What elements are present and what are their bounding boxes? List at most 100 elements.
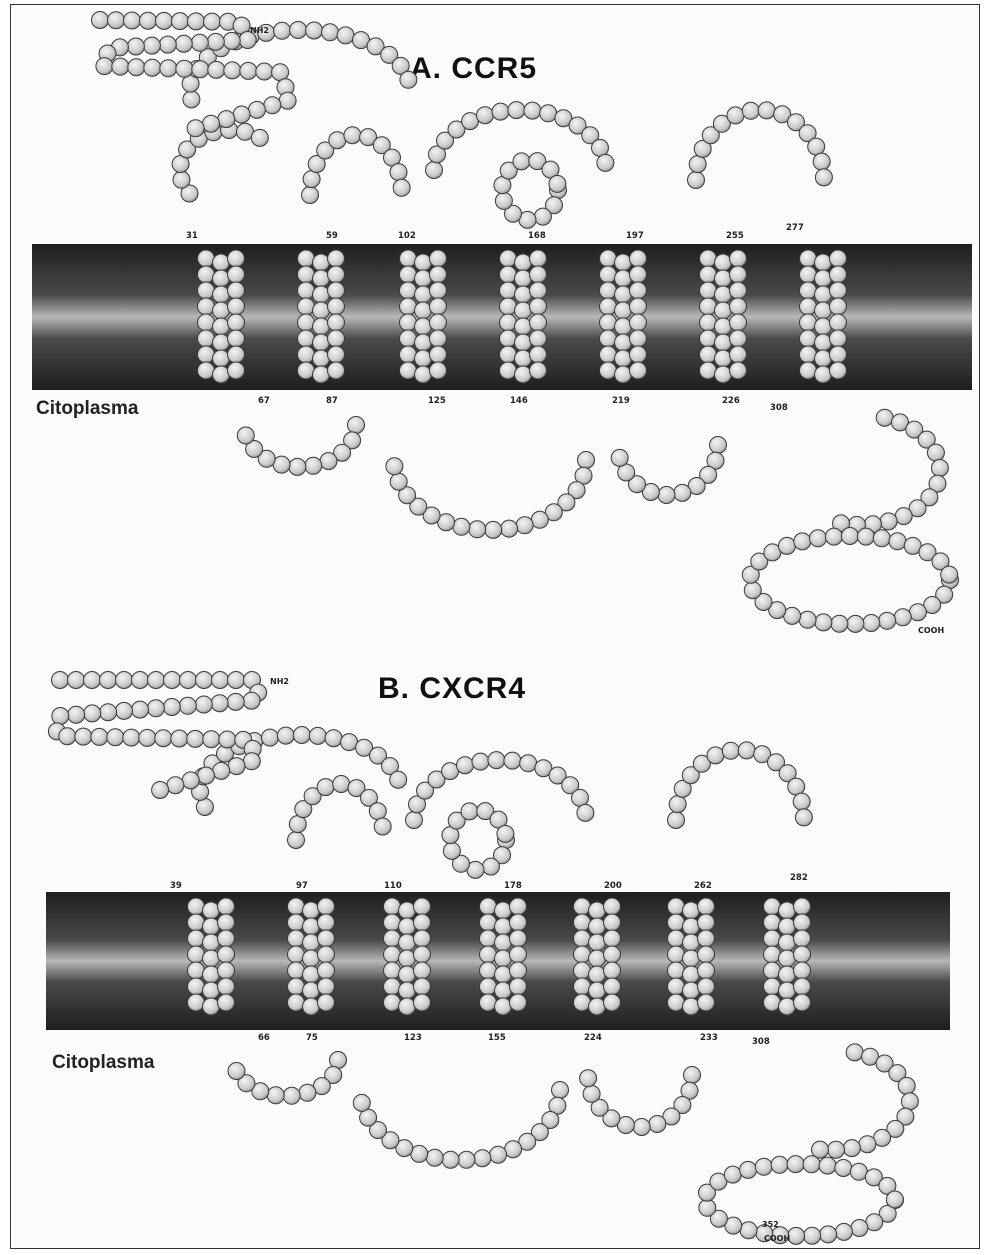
undefined-extracellular-residue	[196, 799, 213, 816]
undefined-extracellular-residue	[251, 129, 268, 146]
undefined-helix-residue	[604, 930, 621, 947]
undefined-helix-residue	[794, 914, 811, 931]
undefined-helix-residue	[779, 998, 796, 1015]
undefined-intracellular-residue	[835, 1160, 852, 1177]
panel-a-n-terminal-residue	[128, 59, 145, 76]
panel-b-n-terminal-residue	[195, 696, 212, 713]
undefined-helix-residue	[515, 302, 532, 319]
panel-a-n-terminus-label: NH2	[250, 26, 269, 35]
undefined-helix-residue	[530, 314, 547, 331]
undefined-extracellular-residue	[183, 91, 200, 108]
undefined-intracellular-residue	[863, 615, 880, 632]
undefined-helix-residue	[399, 966, 416, 983]
undefined-intracellular-residue	[611, 449, 628, 466]
undefined-extracellular-residue	[758, 102, 775, 119]
undefined-helix-residue	[698, 914, 715, 931]
undefined-helix-residue	[800, 298, 817, 315]
undefined-extracellular-residue	[577, 804, 594, 821]
undefined-helix-residue	[715, 254, 732, 271]
undefined-helix-residue	[218, 962, 235, 979]
undefined-helix-residue	[500, 330, 517, 347]
panel-a-n-terminal-residue	[240, 62, 257, 79]
undefined-helix-residue	[414, 946, 431, 963]
undefined-helix-residue	[500, 250, 517, 267]
panel-b-residue-label: 155	[488, 1033, 506, 1043]
panel-a-n-terminal-residue	[140, 12, 157, 29]
undefined-intracellular-residue	[516, 517, 533, 534]
undefined-helix-residue	[384, 978, 401, 995]
undefined-intracellular-residue	[649, 1116, 666, 1133]
panel-b-n-terminal-residue	[196, 672, 213, 689]
undefined-helix-residue	[288, 978, 305, 995]
undefined-helix-residue	[600, 250, 617, 267]
undefined-intracellular-residue	[771, 1156, 788, 1173]
undefined-helix-residue	[815, 350, 832, 367]
undefined-helix-residue	[794, 930, 811, 947]
undefined-helix-residue	[830, 346, 847, 363]
undefined-helix-residue	[600, 330, 617, 347]
undefined-helix-residue	[600, 362, 617, 379]
undefined-helix-residue	[480, 898, 497, 915]
undefined-helix-residue	[683, 902, 700, 919]
undefined-helix-residue	[298, 314, 315, 331]
undefined-intracellular-residue	[583, 1085, 600, 1102]
undefined-helix-residue	[298, 346, 315, 363]
panel-a-residue-label: 125	[428, 396, 446, 406]
panel-a-residue-label: 255	[726, 231, 744, 241]
undefined-extracellular-residue	[508, 102, 525, 119]
undefined-helix-residue	[630, 346, 647, 363]
undefined-helix-residue	[480, 978, 497, 995]
undefined-helix-residue	[515, 334, 532, 351]
undefined-helix-residue	[198, 330, 215, 347]
panel-a-n-terminal-residue	[108, 12, 125, 29]
undefined-intracellular-residue	[851, 1220, 868, 1237]
undefined-helix-residue	[615, 334, 632, 351]
undefined-extracellular-residue	[524, 102, 541, 119]
undefined-helix-residue	[764, 914, 781, 931]
undefined-helix-residue	[510, 930, 527, 947]
undefined-helix-residue	[288, 962, 305, 979]
undefined-helix-residue	[800, 346, 817, 363]
undefined-helix-residue	[779, 902, 796, 919]
panel-b-n-terminal-residue	[68, 672, 85, 689]
undefined-helix-residue	[500, 362, 517, 379]
undefined-helix-residue	[530, 266, 547, 283]
undefined-helix-residue	[203, 998, 220, 1015]
undefined-intracellular-residue	[755, 1158, 772, 1175]
undefined-helix-residue	[668, 994, 685, 1011]
undefined-helix-residue	[203, 934, 220, 951]
undefined-helix-residue	[414, 914, 431, 931]
undefined-helix-residue	[495, 982, 512, 999]
panel-b-n-terminal-residue	[132, 701, 149, 718]
undefined-intracellular-residue	[740, 1161, 757, 1178]
undefined-helix-residue	[800, 250, 817, 267]
panel-b-n-terminal-residue	[212, 672, 229, 689]
undefined-helix-residue	[203, 982, 220, 999]
undefined-helix-residue	[668, 914, 685, 931]
undefined-extracellular-residue	[289, 816, 306, 833]
undefined-extracellular-residue	[793, 793, 810, 810]
undefined-helix-residue	[794, 994, 811, 1011]
undefined-helix-residue	[830, 250, 847, 267]
undefined-helix-residue	[384, 898, 401, 915]
undefined-extracellular-residue	[742, 102, 759, 119]
undefined-helix-residue	[630, 250, 647, 267]
undefined-helix-residue	[683, 918, 700, 935]
undefined-helix-residue	[288, 946, 305, 963]
undefined-helix-residue	[515, 286, 532, 303]
panel-a-residue-label: 67	[258, 396, 270, 406]
undefined-helix-residue	[700, 330, 717, 347]
undefined-helix-residue	[414, 898, 431, 915]
undefined-intracellular-residue	[353, 1094, 370, 1111]
undefined-helix-residue	[400, 346, 417, 363]
panel-a-residue-label: 226	[722, 396, 740, 406]
undefined-helix-residue	[400, 330, 417, 347]
undefined-helix-residue	[683, 950, 700, 967]
undefined-helix-residue	[615, 254, 632, 271]
panel-b-n-terminal-residue	[91, 728, 108, 745]
panel-a-residue-label: 219	[612, 396, 630, 406]
undefined-intracellular-residue	[299, 1084, 316, 1101]
undefined-intracellular-residue	[846, 1044, 863, 1061]
undefined-helix-residue	[815, 318, 832, 335]
panel-a-n-terminal-residue	[144, 59, 161, 76]
